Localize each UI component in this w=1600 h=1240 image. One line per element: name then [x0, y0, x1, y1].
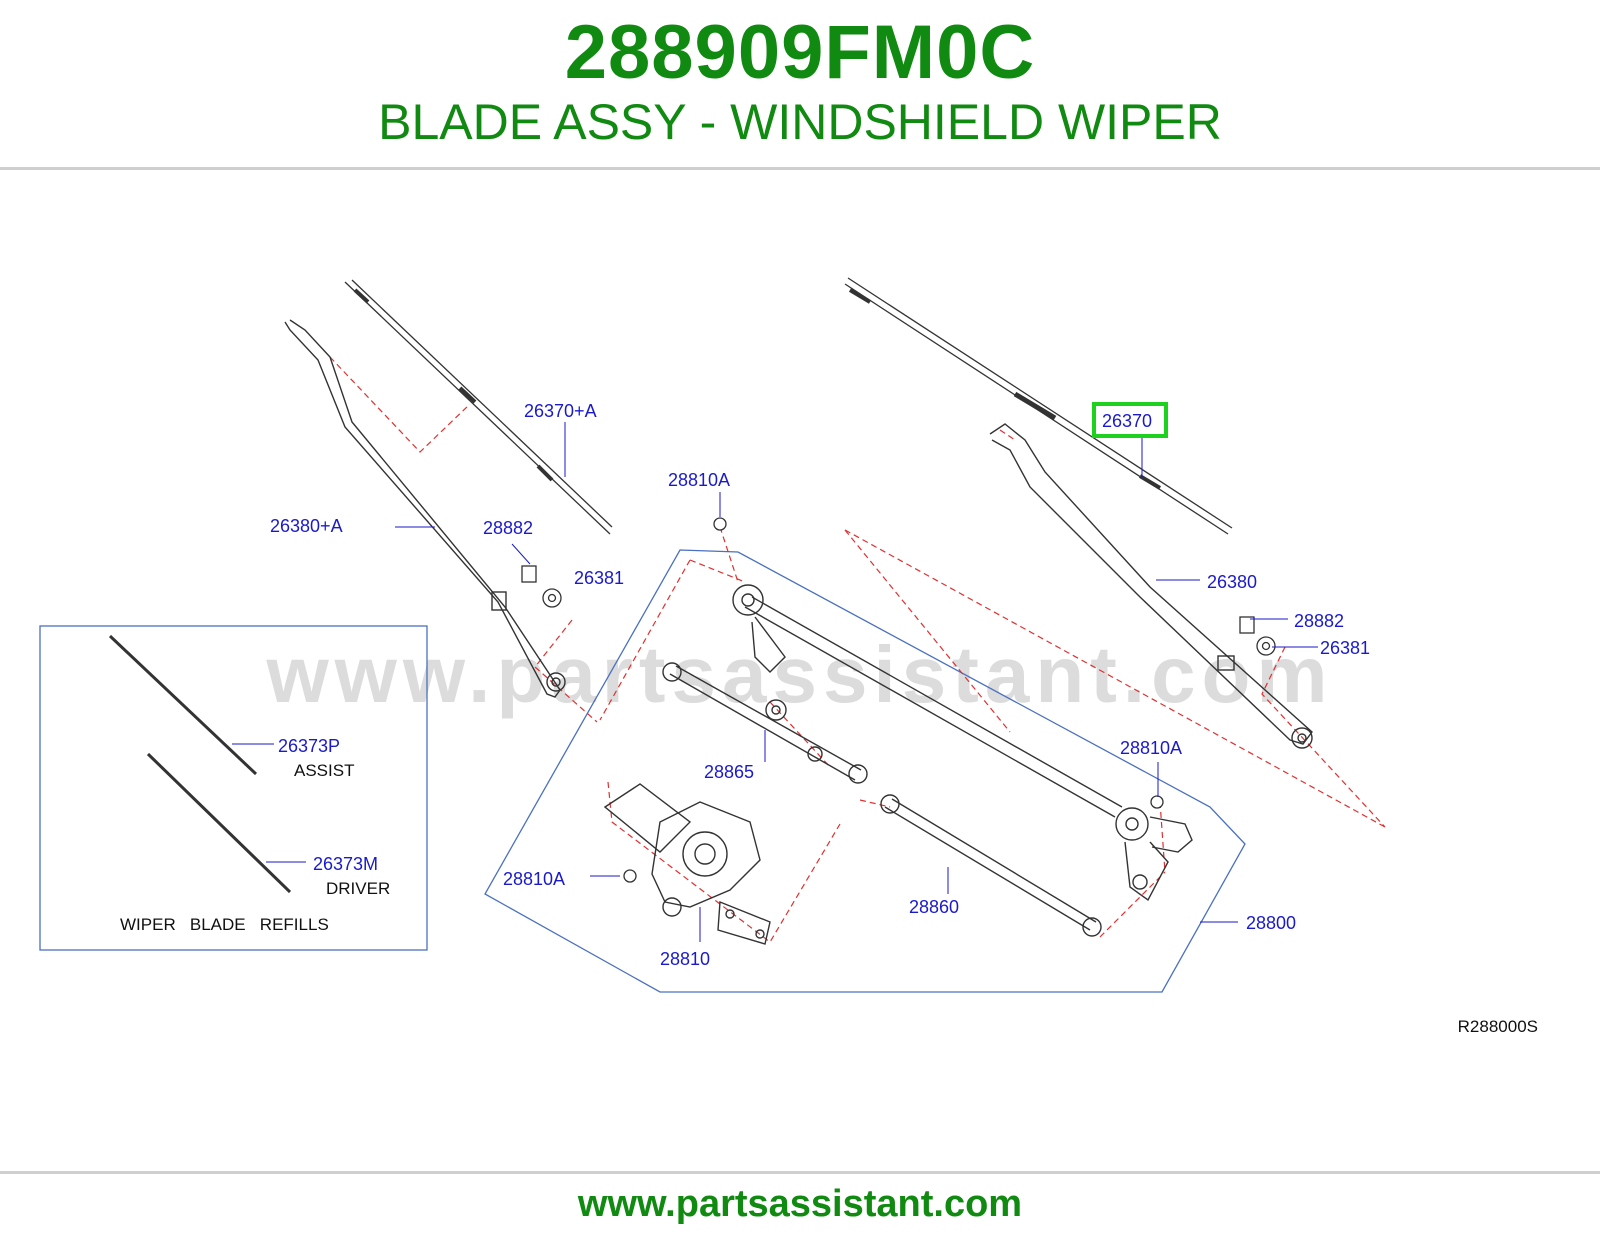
callout-28860[interactable]: 28860 — [909, 897, 959, 917]
callout-26381-left[interactable]: 26381 — [574, 568, 624, 588]
callout-28810A-left[interactable]: 28810A — [503, 869, 565, 889]
callout-26370A[interactable]: 26370+A — [524, 401, 597, 421]
left-wiper-arm — [284, 319, 566, 698]
left-wiper-blade — [344, 279, 613, 535]
wiper-motor — [603, 783, 771, 945]
assist-label: ASSIST — [294, 761, 354, 780]
driver-refill-strip — [146, 752, 292, 894]
assist-refill-strip — [108, 634, 258, 776]
watermark-text: www.partsassistant.com — [265, 630, 1333, 719]
parts-diagram-svg: www.partsassistant.com — [39, 277, 1538, 1036]
callout-28810[interactable]: 28810 — [660, 949, 710, 969]
header-divider — [0, 167, 1600, 170]
callout-leaders — [232, 422, 1318, 942]
callout-26380[interactable]: 26380 — [1207, 572, 1257, 592]
left-bolt-icon — [623, 869, 637, 883]
page-header: 288909FM0C BLADE ASSY - WINDSHIELD WIPER — [0, 0, 1600, 170]
left-nut-icon — [521, 565, 537, 583]
right-wiper-blade — [844, 277, 1233, 535]
refills-inset: 26373P ASSIST 26373M DRIVER WIPER BLADE … — [39, 625, 428, 951]
wiper-linkage — [662, 584, 1193, 937]
right-wiper-arm — [989, 423, 1313, 749]
part-number-title: 288909FM0C — [564, 10, 1036, 95]
driver-label: DRIVER — [326, 879, 390, 898]
dashed-leader-lines — [329, 356, 1386, 943]
callout-28882-right[interactable]: 28882 — [1294, 611, 1344, 631]
callout-26381-right[interactable]: 26381 — [1320, 638, 1370, 658]
footer-website-link[interactable]: www.partsassistant.com — [577, 1183, 1023, 1225]
callout-28865[interactable]: 28865 — [704, 762, 754, 782]
part-name-subtitle: BLADE ASSY - WINDSHIELD WIPER — [378, 94, 1222, 150]
callout-28810A-right[interactable]: 28810A — [1120, 738, 1182, 758]
linkage-assembly-outline — [484, 549, 1246, 993]
diagram-reference-code: R288000S — [1458, 1017, 1538, 1036]
top-bolt-icon — [713, 517, 727, 531]
callout-26373P[interactable]: 26373P — [278, 736, 340, 756]
right-bolt-icon — [1150, 795, 1164, 809]
refills-caption: WIPER BLADE REFILLS — [120, 915, 329, 934]
right-nut-icon — [1239, 616, 1255, 634]
callout-28800[interactable]: 28800 — [1246, 913, 1296, 933]
callout-26373M[interactable]: 26373M — [313, 854, 378, 874]
callout-26380A[interactable]: 26380+A — [270, 516, 343, 536]
callout-26370[interactable]: 26370 — [1102, 411, 1152, 431]
callout-28810A-top[interactable]: 28810A — [668, 470, 730, 490]
highlighted-callout-box — [1092, 402, 1168, 438]
parts-diagram: www.partsassistant.com — [0, 262, 1600, 1072]
footer-divider — [0, 1171, 1600, 1174]
callout-28882-left[interactable]: 28882 — [483, 518, 533, 538]
callout-labels: 26370+A 26380+A 28882 26381 28810A 26370… — [270, 401, 1370, 969]
fasteners — [521, 517, 1276, 883]
